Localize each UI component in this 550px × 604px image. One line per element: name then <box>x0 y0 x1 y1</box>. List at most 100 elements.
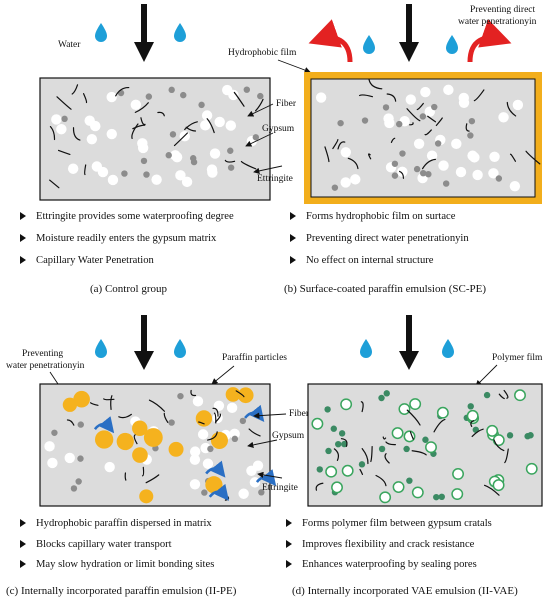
ettringite-particle <box>77 421 84 428</box>
paraffin-particle <box>132 420 148 436</box>
gypsum-particle <box>213 400 225 411</box>
fiber <box>82 93 88 104</box>
fiber <box>473 89 485 102</box>
caption-d: (d) Internally incorporated VAE emulsion… <box>292 585 518 597</box>
fiber <box>421 158 437 170</box>
fiber <box>358 94 374 98</box>
ettringite-particle <box>168 419 175 426</box>
fiber <box>184 121 198 131</box>
water-drop-icon <box>95 23 107 42</box>
fiber <box>132 124 146 130</box>
gypsum-particle <box>228 89 239 101</box>
gypsum-particle <box>225 120 237 131</box>
polymer-coated-gypsum <box>331 481 343 494</box>
polymer-coated-gypsum <box>311 417 324 430</box>
gypsum-particle <box>106 128 117 140</box>
gypsum-particle <box>509 180 521 192</box>
gypsum-particle <box>214 116 225 128</box>
gypsum-particle <box>455 166 467 178</box>
fiber <box>206 431 218 441</box>
polymer-coated-gypsum <box>379 491 392 504</box>
paraffin-particle <box>62 397 78 412</box>
gypsum-particle <box>489 151 500 163</box>
gypsum-particle <box>226 402 238 414</box>
fiber <box>493 439 505 452</box>
gypsum-particle <box>107 174 119 186</box>
gypsum-particle <box>498 112 509 123</box>
paraffin-particle <box>225 387 241 402</box>
fiber <box>384 453 390 464</box>
gypsum-particle <box>238 488 249 499</box>
fiber <box>406 108 421 122</box>
gypsum-particle <box>202 458 214 469</box>
bullet-d-3: Enhances waterproofing by sealing pores <box>286 558 477 571</box>
fiber <box>198 421 205 425</box>
fiber <box>409 431 414 440</box>
gypsum-particle <box>246 465 257 476</box>
bullet-b-1: Forms hydrophobic film on surtace <box>290 210 455 223</box>
polymer-coated-gypsum <box>525 462 538 475</box>
polymer-coated-gypsum <box>492 434 505 447</box>
water-drop-icon <box>174 23 186 42</box>
polymer-coated-gypsum <box>451 488 464 500</box>
ettringite-particle <box>431 103 438 111</box>
fiber <box>385 441 396 446</box>
gypsum-particle <box>47 457 58 469</box>
ettringite-particle <box>382 104 390 111</box>
fiber <box>361 447 369 465</box>
paraffin-particle <box>139 489 154 504</box>
fiber <box>49 126 56 141</box>
gypsum-particle <box>44 441 55 452</box>
gypsum-particle <box>488 168 499 179</box>
fiber <box>360 401 364 413</box>
fiber <box>324 146 330 163</box>
blue-curved-arrow-icon <box>208 483 229 501</box>
ettringite-particle <box>177 392 184 400</box>
polymer-coated-gypsum <box>466 409 479 422</box>
fiber <box>406 409 421 426</box>
polymer-coated-gypsum <box>392 481 405 493</box>
ettringite-particle <box>243 86 251 93</box>
gypsum-label-group: Gypsum <box>247 431 305 448</box>
fiber <box>347 157 359 170</box>
down-arrow-icon <box>134 315 154 370</box>
water-label: Water <box>58 40 81 50</box>
bullet-b-2: Preventing direct water penetrationyin <box>290 232 469 245</box>
fiber <box>84 164 87 176</box>
fiber <box>141 466 145 477</box>
gypsum-particle <box>189 454 201 465</box>
fiber <box>66 419 75 426</box>
ettringite-particle <box>396 120 403 128</box>
gypsum-particle <box>397 166 408 177</box>
ettringite-particle <box>331 184 339 191</box>
gypsum-particle <box>438 160 449 171</box>
gypsum-particle <box>405 94 416 105</box>
fiber-label: Fiber <box>289 409 310 419</box>
ettringite-particle <box>358 461 366 468</box>
ettringite-particle <box>324 406 331 413</box>
fiber <box>57 149 71 156</box>
matrix-particles <box>44 387 277 504</box>
ettringite-particle <box>378 394 385 402</box>
ettringite-label-group: Ettringite <box>257 471 298 493</box>
gypsum-particle <box>201 110 213 121</box>
gypsum-particle <box>443 84 454 96</box>
fiber <box>368 153 372 160</box>
polymer-coated-gypsum <box>452 467 464 480</box>
ettringite-particle <box>168 86 175 94</box>
ettringite-particle <box>201 489 208 496</box>
gypsum-particle <box>197 429 209 440</box>
gypsum-particle <box>420 86 431 98</box>
fiber <box>332 138 339 150</box>
fiber <box>370 446 373 463</box>
ettringite-particle <box>338 430 346 437</box>
gypsum-particle <box>104 461 115 473</box>
fiber-label-group: Fiber <box>253 409 310 419</box>
ettringite-particle <box>140 157 148 165</box>
gypsum-particle <box>458 97 470 109</box>
gypsum-particle <box>229 428 240 440</box>
fiber <box>185 126 197 132</box>
fiber <box>134 102 149 113</box>
ettringite-particle <box>467 403 474 410</box>
